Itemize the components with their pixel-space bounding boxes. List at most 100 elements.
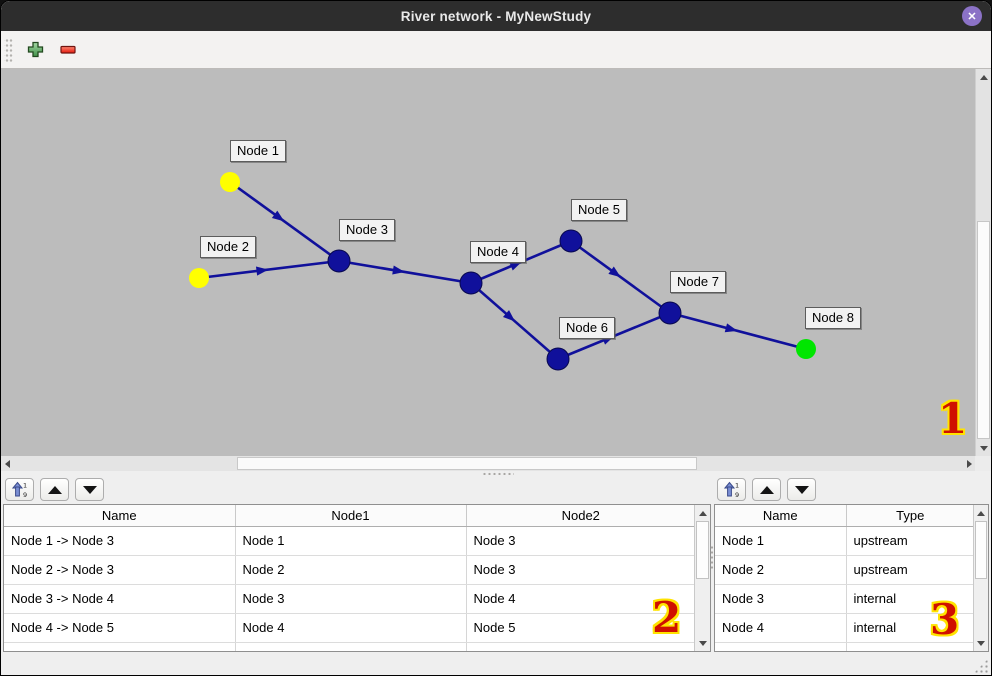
- scroll-down-button[interactable]: [976, 441, 991, 455]
- annotation-3: 3: [930, 595, 960, 644]
- scroll-up-button[interactable]: [695, 506, 710, 520]
- table-cell[interactable]: upstream: [846, 555, 974, 585]
- table-cell[interactable]: Node 3 -> Node 4: [4, 584, 236, 614]
- table-cell[interactable]: Node 1: [715, 526, 847, 556]
- edge-node-2-node-3[interactable]: [198, 259, 340, 280]
- node-circle-node-1[interactable]: [220, 172, 240, 192]
- annotation-2: 2: [652, 593, 682, 642]
- scroll-up-button[interactable]: [974, 506, 988, 520]
- table-cell[interactable]: Node 3: [466, 555, 695, 585]
- window-title: River network - MyNewStudy: [400, 8, 592, 24]
- table-cell[interactable]: Node 3: [715, 584, 847, 614]
- vertical-scroll-thumb[interactable]: [977, 221, 990, 439]
- resize-grip-icon[interactable]: [974, 659, 988, 673]
- move-node-down-button[interactable]: [787, 478, 816, 501]
- column-header[interactable]: Node2: [466, 505, 695, 527]
- svg-text:9: 9: [735, 491, 739, 498]
- triangle-up-icon: [698, 510, 707, 516]
- move-branch-down-button[interactable]: [75, 478, 104, 501]
- table-cell[interactable]: Node 5: [466, 613, 695, 643]
- table-cell[interactable]: [846, 642, 974, 651]
- table-cell[interactable]: Node 1: [235, 526, 467, 556]
- close-icon: ✕: [967, 10, 977, 23]
- node-label-node-8[interactable]: Node 8: [805, 307, 861, 329]
- triangle-up-icon: [979, 74, 988, 80]
- table-cell[interactable]: [715, 642, 847, 651]
- arrowhead-icon: [724, 323, 738, 333]
- table-cell[interactable]: Node 4: [235, 613, 467, 643]
- toolbar-grip[interactable]: [4, 36, 13, 63]
- node-label-node-6[interactable]: Node 6: [559, 317, 615, 339]
- table-cell[interactable]: upstream: [846, 526, 974, 556]
- node-circle-node-8[interactable]: [796, 339, 816, 359]
- remove-button[interactable]: [55, 37, 81, 63]
- scroll-left-button[interactable]: [1, 456, 13, 471]
- scroll-up-button[interactable]: [976, 70, 991, 84]
- node-label-node-2[interactable]: Node 2: [200, 236, 256, 258]
- horizontal-scroll-thumb[interactable]: [237, 457, 697, 470]
- plus-icon: [27, 41, 43, 58]
- sort-nodes-button[interactable]: 1 9: [717, 478, 746, 501]
- table-cell[interactable]: [235, 642, 467, 651]
- node-label-node-3[interactable]: Node 3: [339, 219, 395, 241]
- scroll-right-button[interactable]: [963, 456, 975, 471]
- close-button[interactable]: ✕: [962, 6, 982, 26]
- titlebar: River network - MyNewStudy ✕: [1, 1, 991, 31]
- edge-node-7-node-8[interactable]: [669, 311, 807, 351]
- table-cell[interactable]: Node 4: [466, 584, 695, 614]
- column-header[interactable]: Name: [715, 505, 847, 527]
- table-cell[interactable]: Node 1 -> Node 3: [4, 526, 236, 556]
- column-header[interactable]: Node1: [235, 505, 467, 527]
- network-canvas[interactable]: Node 1 Node 2 Node 3 Node 4 Node 5 Node 6 Node…: [1, 69, 976, 456]
- node-circle-node-2[interactable]: [189, 268, 209, 288]
- edge-node-1-node-3[interactable]: [229, 180, 340, 263]
- table-cell[interactable]: Node 4 -> Node 5: [4, 613, 236, 643]
- table-cell[interactable]: [4, 642, 236, 651]
- node-circle-node-5[interactable]: [559, 229, 583, 253]
- column-header[interactable]: Name: [4, 505, 236, 527]
- node-circle-node-3[interactable]: [327, 249, 351, 273]
- splitter-grip-icon: [710, 545, 714, 571]
- node-circle-node-4[interactable]: [459, 271, 483, 295]
- node-label-node-7[interactable]: Node 7: [670, 271, 726, 293]
- scroll-down-button[interactable]: [695, 636, 710, 650]
- node-circle-node-7[interactable]: [658, 301, 682, 325]
- table-cell[interactable]: Node 2: [715, 555, 847, 585]
- node-label-node-4[interactable]: Node 4: [470, 241, 526, 263]
- canvas-vertical-scrollbar[interactable]: [975, 69, 991, 456]
- arrowhead-icon: [255, 266, 269, 276]
- node-circle-node-6[interactable]: [546, 347, 570, 371]
- table-cell[interactable]: Node 3: [235, 584, 467, 614]
- node-label-node-5[interactable]: Node 5: [571, 199, 627, 221]
- table-cell[interactable]: internal: [846, 613, 974, 643]
- scroll-down-button[interactable]: [974, 636, 988, 650]
- branches-table-scrollbar[interactable]: [694, 505, 710, 651]
- node-label-node-1[interactable]: Node 1: [230, 140, 286, 162]
- canvas-horizontal-scrollbar[interactable]: [1, 456, 976, 471]
- scroll-thumb[interactable]: [975, 521, 987, 579]
- table-cell[interactable]: Node 4: [715, 613, 847, 643]
- sort-icon: 1 9: [11, 482, 27, 498]
- triangle-down-icon: [977, 640, 985, 646]
- edge-node-3-node-4[interactable]: [338, 259, 472, 285]
- table-cell[interactable]: Node 2 -> Node 3: [4, 555, 236, 585]
- table-cell[interactable]: Node 2: [235, 555, 467, 585]
- table-cell[interactable]: internal: [846, 584, 974, 614]
- vertical-splitter[interactable]: [710, 475, 714, 652]
- column-header[interactable]: Type: [846, 505, 974, 527]
- sort-branches-button[interactable]: 1 9: [5, 478, 34, 501]
- horizontal-splitter[interactable]: [1, 471, 991, 475]
- add-button[interactable]: [22, 37, 48, 63]
- table-cell[interactable]: Node 3: [466, 526, 695, 556]
- nodes-table-scrollbar[interactable]: [973, 505, 988, 651]
- table-cell[interactable]: [466, 642, 695, 651]
- move-node-up-button[interactable]: [752, 478, 781, 501]
- scroll-thumb[interactable]: [696, 521, 709, 579]
- move-branch-up-button[interactable]: [40, 478, 69, 501]
